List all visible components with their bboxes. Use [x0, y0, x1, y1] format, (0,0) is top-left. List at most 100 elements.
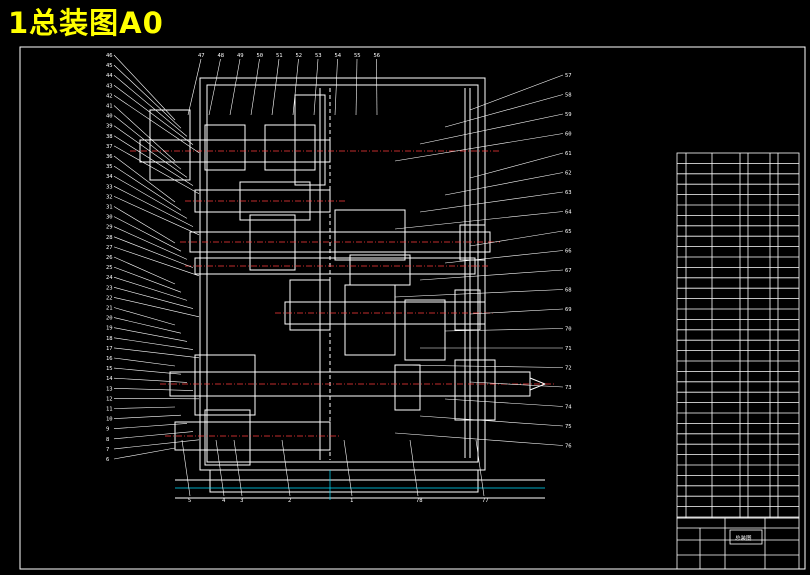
callout-bottom-1: 1 [350, 498, 353, 504]
callout-left-25: 25 [106, 265, 113, 271]
parts-list [676, 152, 800, 519]
leader-right-74 [444, 398, 564, 407]
callout-left-11: 11 [106, 407, 113, 413]
callout-left-19: 19 [106, 326, 113, 332]
leader-bottom-3 [233, 439, 243, 497]
leader-left-15 [113, 367, 182, 375]
leader-left-36 [113, 155, 176, 203]
callout-top-51: 51 [276, 53, 283, 59]
callout-left-18: 18 [106, 336, 113, 342]
callout-right-74: 74 [565, 405, 572, 411]
leader-left-17 [113, 347, 200, 359]
leader-left-19 [113, 327, 188, 342]
callout-bottom-2: 2 [288, 498, 291, 504]
leader-right-66 [444, 250, 564, 264]
leader-left-33 [113, 186, 194, 227]
title-block-drawing-name: 总装图 [735, 534, 752, 542]
leader-left-44 [113, 74, 188, 137]
callout-left-34: 34 [106, 174, 113, 180]
leader-left-9 [113, 423, 188, 429]
callout-bottom-5: 5 [188, 498, 191, 504]
callout-right-71: 71 [565, 346, 572, 352]
callout-left-7: 7 [106, 447, 109, 453]
leader-left-27 [113, 246, 200, 277]
callout-top-55: 55 [354, 53, 361, 59]
shaft-assembly [139, 94, 547, 466]
leader-left-35 [113, 165, 182, 211]
leader-left-11 [113, 406, 176, 409]
callout-left-39: 39 [106, 124, 113, 130]
leader-left-25 [113, 266, 182, 293]
callout-left-43: 43 [106, 83, 113, 89]
callout-top-53: 53 [315, 53, 322, 59]
callout-top-50: 50 [257, 53, 264, 59]
leader-right-72 [394, 364, 564, 368]
callout-left-40: 40 [106, 114, 113, 120]
callout-right-61: 61 [565, 151, 572, 157]
callout-top-48: 48 [218, 53, 225, 59]
callout-right-66: 66 [565, 249, 572, 255]
leader-left-16 [113, 357, 176, 367]
leader-left-30 [113, 216, 182, 252]
callout-right-64: 64 [565, 210, 572, 216]
callout-left-33: 33 [106, 184, 113, 190]
leader-left-31 [113, 206, 176, 244]
leader-left-41 [113, 105, 176, 162]
leader-lines [113, 54, 564, 497]
leader-top-49 [229, 58, 241, 116]
callout-top-52: 52 [296, 53, 303, 59]
leader-left-34 [113, 175, 188, 219]
drawing-frame [19, 46, 806, 570]
leader-right-62 [444, 172, 564, 196]
callout-bottom-78: 78 [416, 498, 423, 504]
callout-right-60: 60 [565, 132, 572, 138]
leader-right-69 [469, 308, 564, 315]
callout-left-37: 37 [106, 144, 113, 150]
leader-right-61 [469, 152, 564, 179]
leader-top-47 [187, 58, 202, 116]
leader-right-76 [394, 432, 564, 446]
callout-left-15: 15 [106, 366, 113, 372]
callout-top-56: 56 [374, 53, 381, 59]
leader-left-24 [113, 276, 188, 301]
leader-right-64 [394, 211, 564, 230]
callout-left-46: 46 [106, 53, 113, 59]
callout-right-63: 63 [565, 190, 572, 196]
callout-left-9: 9 [106, 427, 109, 433]
leader-left-20 [113, 317, 182, 334]
callout-left-14: 14 [106, 376, 113, 382]
callout-left-26: 26 [106, 255, 113, 261]
leader-top-54 [334, 58, 338, 116]
center-lines [130, 150, 555, 437]
leader-right-65 [469, 230, 564, 247]
leader-left-21 [113, 307, 176, 326]
leader-left-28 [113, 236, 194, 268]
leader-right-63 [419, 191, 564, 213]
leader-bottom-5 [181, 439, 191, 497]
leader-left-13 [113, 388, 194, 391]
callout-right-65: 65 [565, 229, 572, 235]
leader-top-50 [250, 58, 260, 116]
leader-left-42 [113, 95, 200, 154]
leader-right-75 [419, 415, 564, 427]
leader-left-40 [113, 115, 182, 170]
callout-right-62: 62 [565, 171, 572, 177]
callout-top-47: 47 [198, 53, 205, 59]
callout-left-32: 32 [106, 194, 113, 200]
leader-left-43 [113, 85, 194, 145]
callout-bottom-3: 3 [240, 498, 243, 504]
callout-left-16: 16 [106, 356, 113, 362]
leader-left-10 [113, 414, 182, 419]
leader-left-29 [113, 226, 188, 260]
callout-left-23: 23 [106, 285, 113, 291]
callout-right-67: 67 [565, 268, 572, 274]
callout-right-69: 69 [565, 307, 572, 313]
leader-bottom-4 [215, 439, 225, 497]
callout-left-29: 29 [106, 225, 113, 231]
leader-top-56 [376, 58, 378, 116]
leader-right-68 [394, 289, 564, 298]
callout-right-73: 73 [565, 385, 572, 391]
callout-right-70: 70 [565, 327, 572, 333]
callout-left-30: 30 [106, 215, 113, 221]
